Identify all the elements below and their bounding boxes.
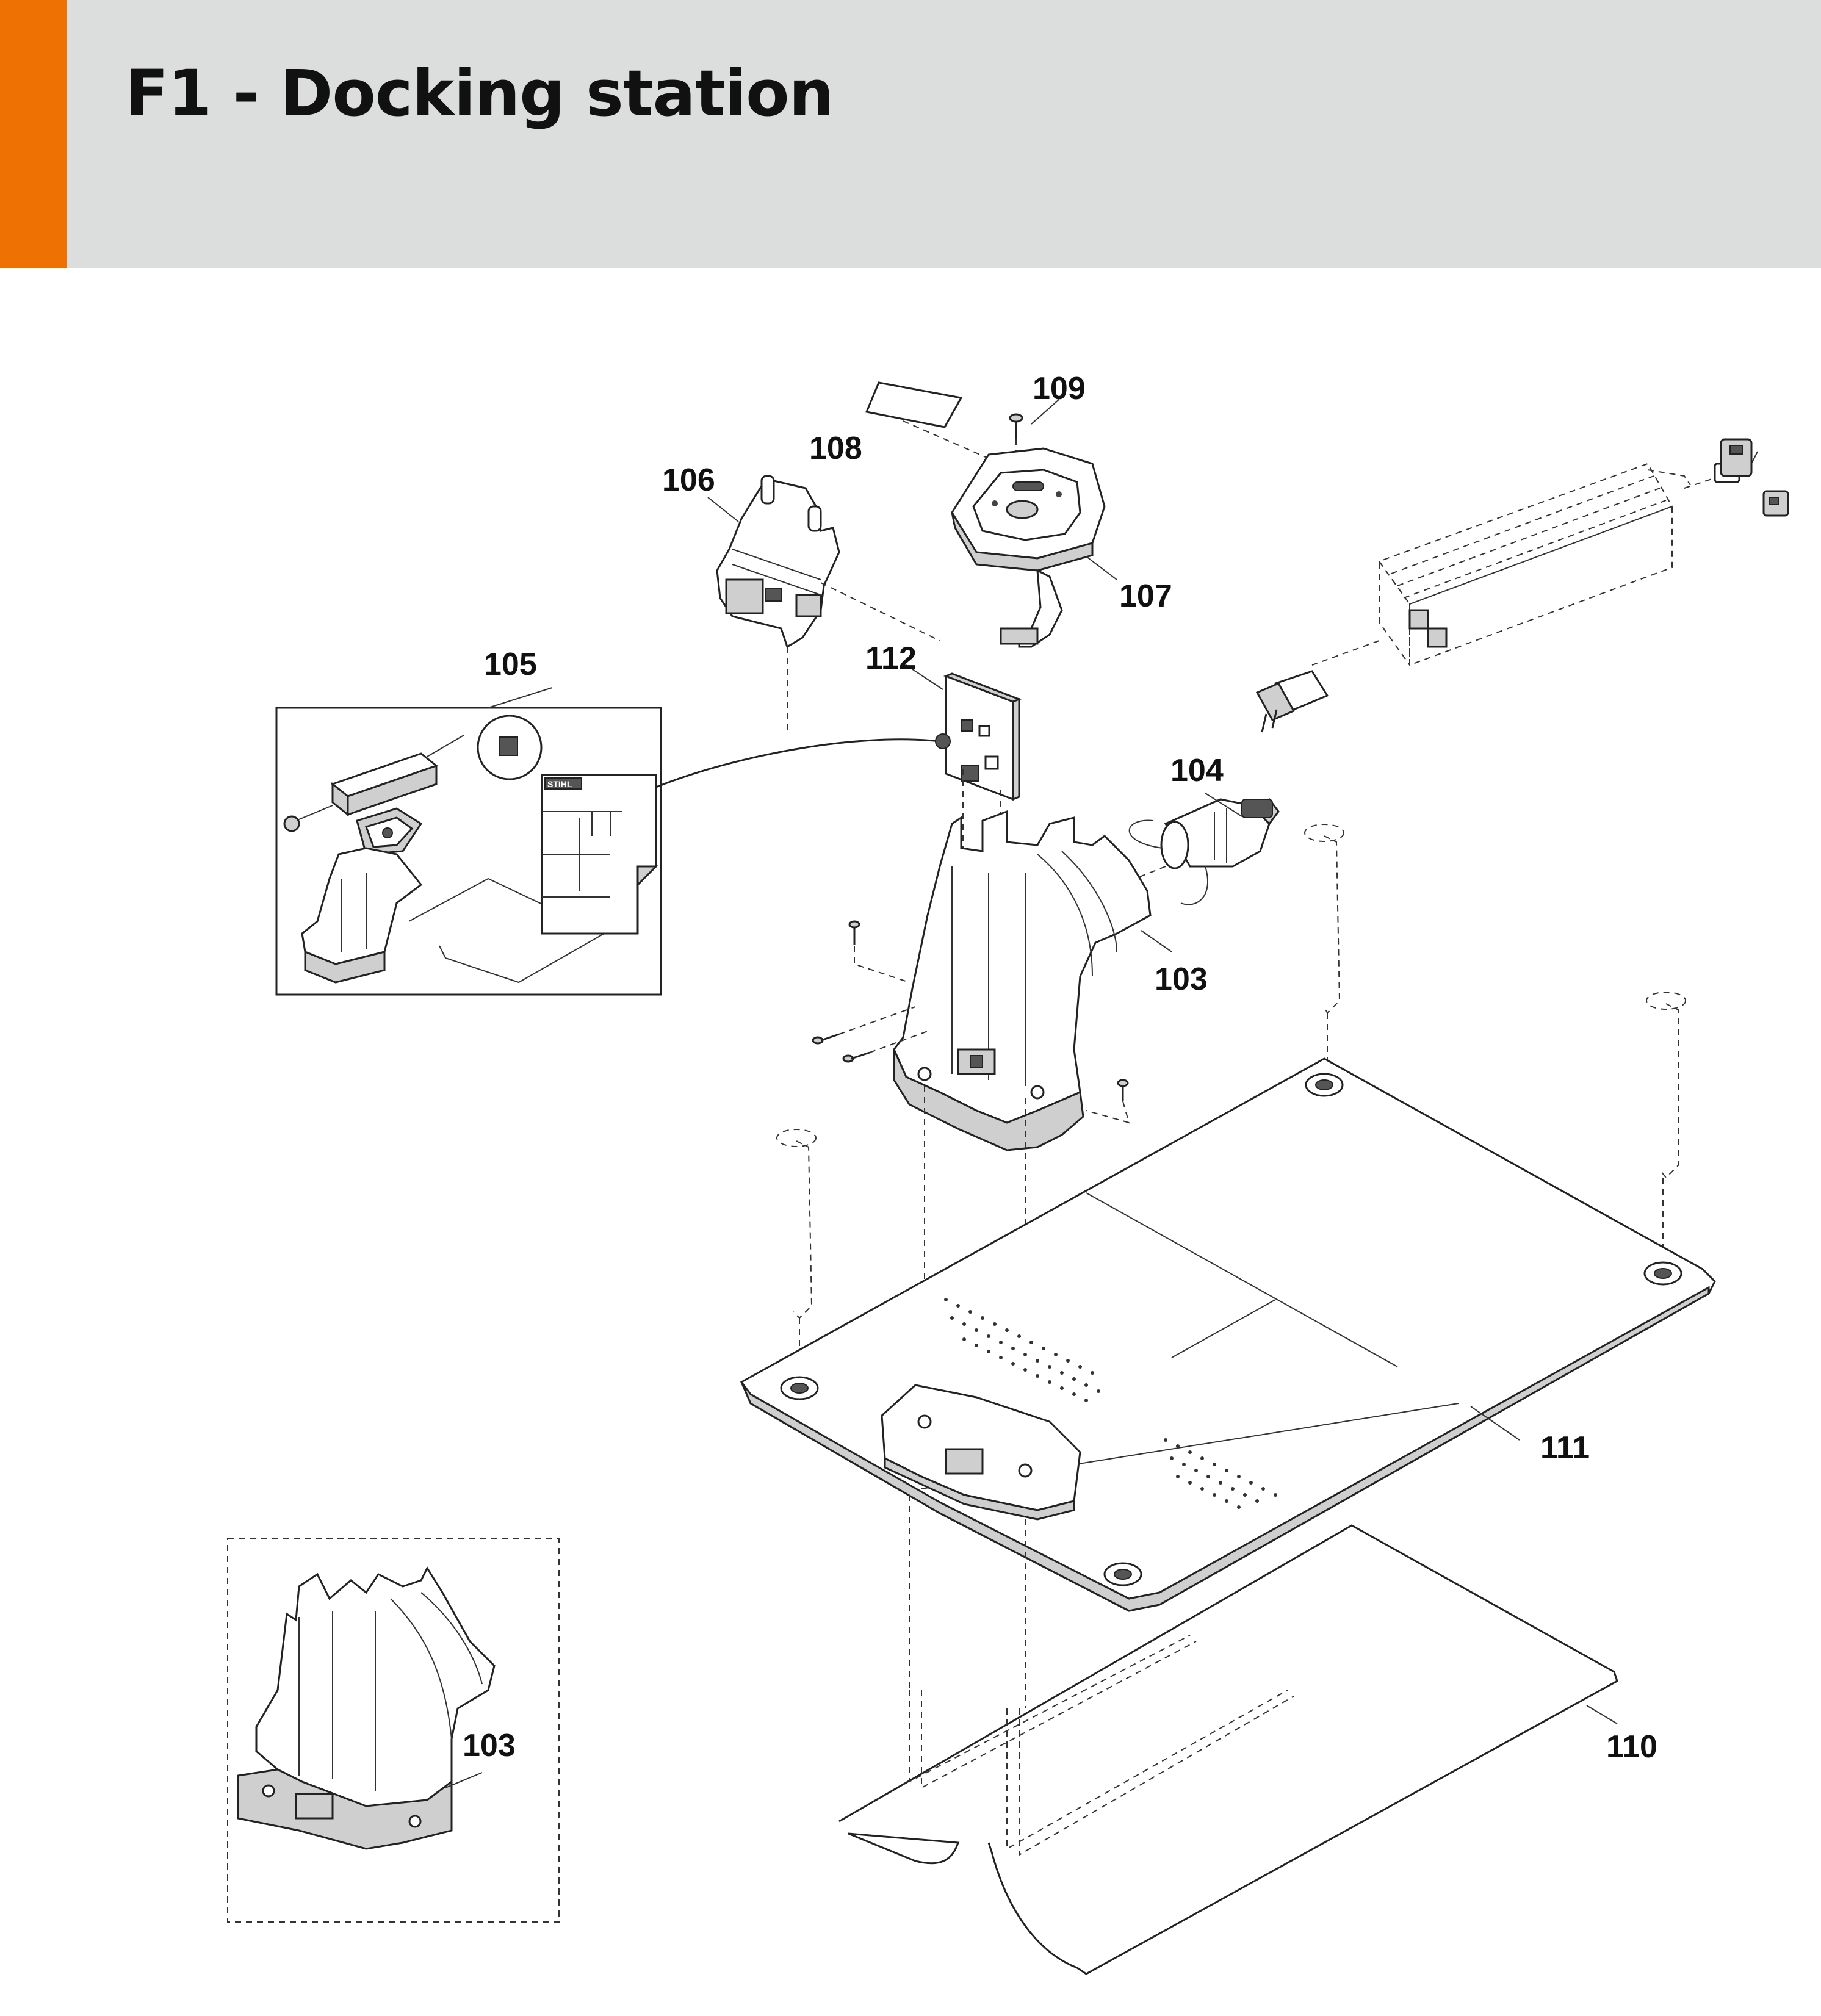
- part-103-housing-main: [893, 810, 1172, 1151]
- callout-103-inset: 103: [463, 1728, 516, 1763]
- plate-contact-socket: [881, 1384, 1081, 1521]
- callout-106: 106: [662, 463, 715, 498]
- callout-105: 105: [484, 647, 537, 682]
- callout-104: 104: [1170, 753, 1224, 788]
- kit-sheet-brand: STIHL: [547, 779, 572, 789]
- part-107-cover: [951, 447, 1117, 648]
- callout-108: 108: [809, 431, 862, 466]
- part-108-label: [865, 381, 963, 428]
- kit-105-box: STIHL: [275, 687, 662, 996]
- accent-bar: [0, 0, 67, 268]
- page-title: F1 - Docking station: [125, 56, 834, 131]
- housing-screws: [812, 920, 1130, 1124]
- callout-103-main: 103: [1155, 962, 1208, 997]
- kit-to-pcb-cable: [655, 738, 940, 788]
- callout-110: 110: [1606, 1729, 1657, 1765]
- callout-111: 111: [1540, 1430, 1590, 1466]
- callout-112: 112: [865, 641, 917, 676]
- inset-part-103-box: [227, 1538, 560, 1923]
- part-106-contact-holder: [707, 475, 940, 732]
- plate-perforation: [944, 1298, 1277, 1509]
- callout-109: 109: [1033, 371, 1086, 406]
- power-supply-illustration: [1255, 438, 1789, 733]
- part-110-boundary-mat: [838, 1524, 1618, 1975]
- leader-111: [1470, 1406, 1520, 1441]
- callout-107: 107: [1119, 578, 1172, 614]
- part-104-cable-gland: [1116, 793, 1280, 905]
- part-111-base-plate: [740, 1057, 1716, 1612]
- page-header: F1 - Docking station: [0, 0, 1821, 268]
